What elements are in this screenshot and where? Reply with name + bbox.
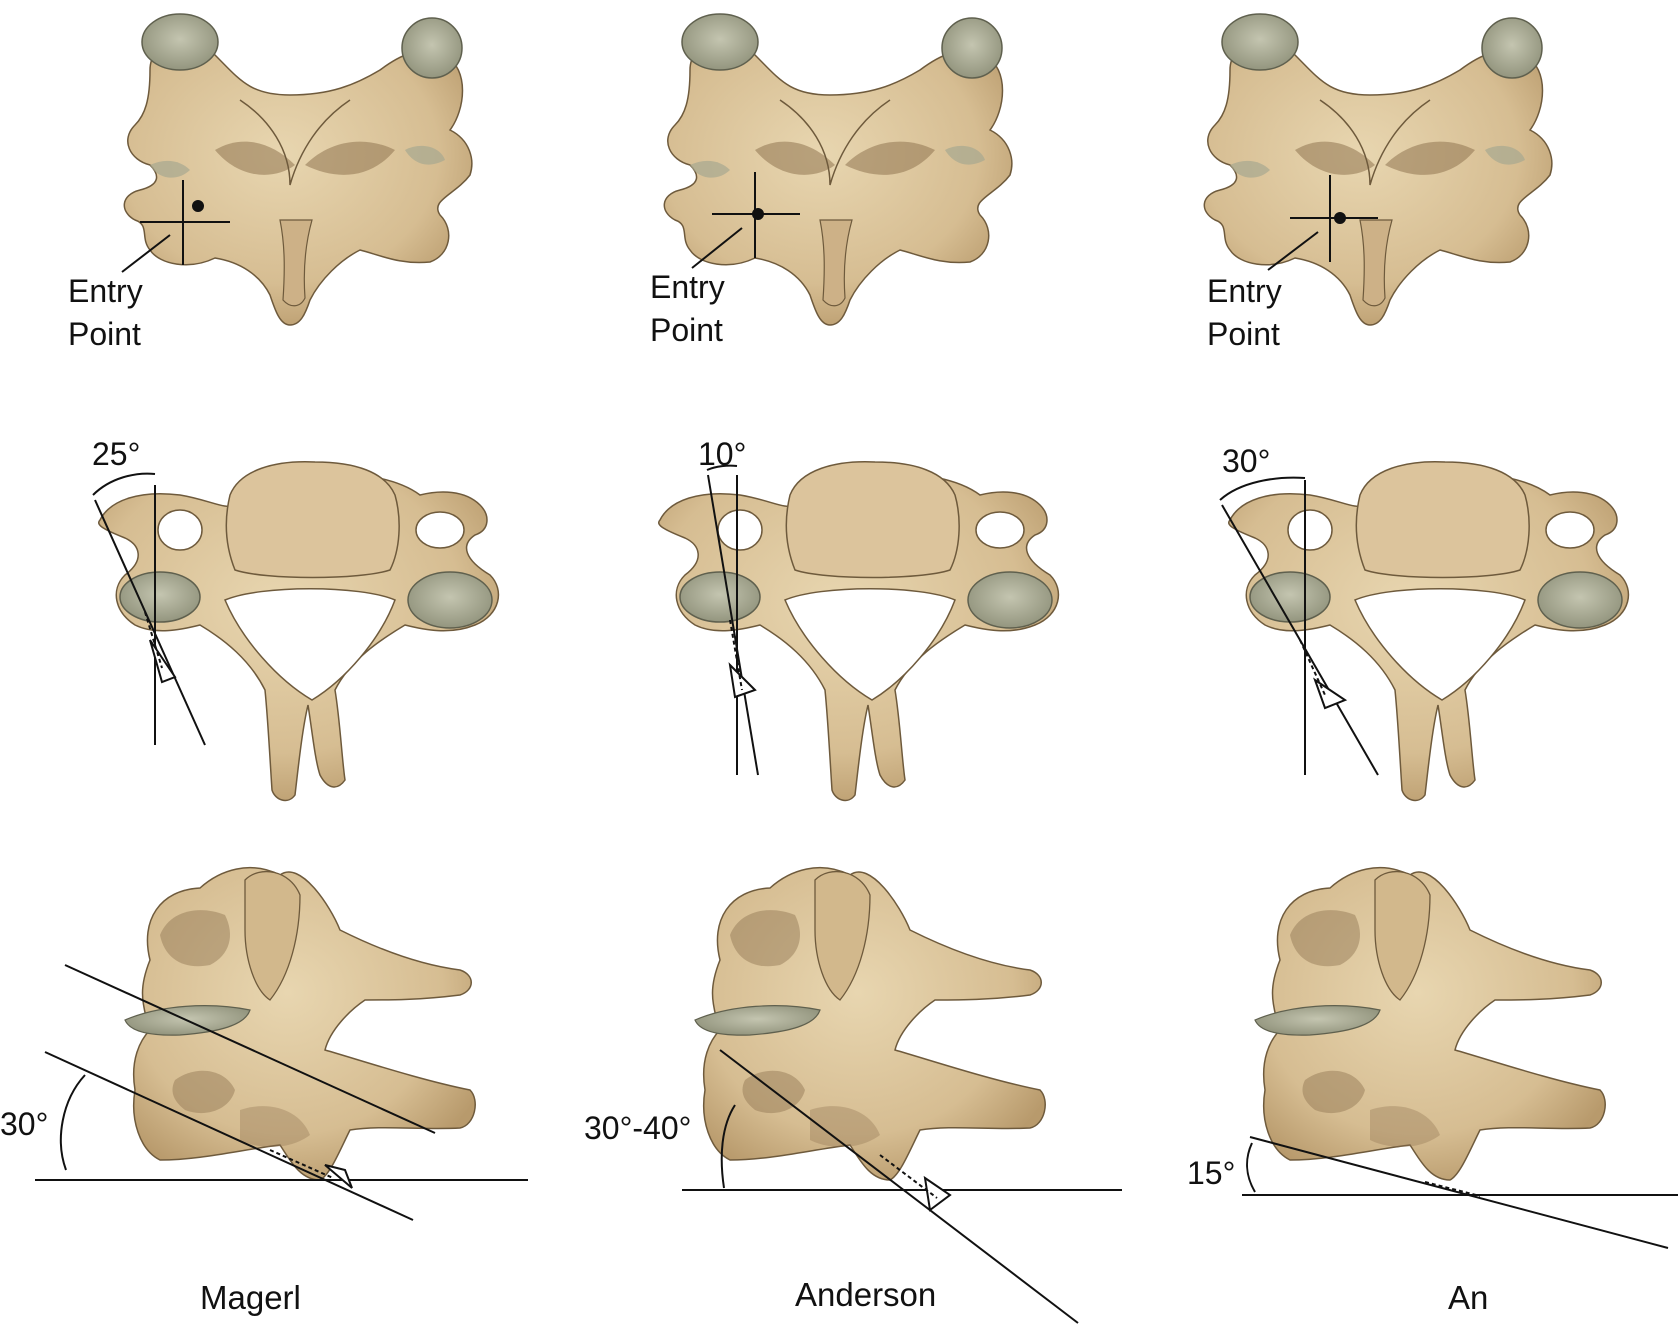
entry-label-line1: Entry [1207, 273, 1282, 309]
entry-point-label-an: Entry Point [1207, 270, 1282, 356]
entry-point-label-anderson: Entry Point [650, 266, 725, 352]
axial-view-magerl [97, 461, 500, 802]
axial-angle-magerl: 25° [92, 436, 141, 472]
entry-crosshair-an [1267, 175, 1378, 271]
axial-view-anderson [657, 461, 1060, 802]
lateral-trajectory-an [1242, 1136, 1678, 1249]
entry-label-line2: Point [68, 316, 141, 353]
lateral-angle-anderson: 30°-40° [584, 1110, 692, 1146]
axial-trajectory-anderson [706, 464, 759, 776]
axial-angle-anderson: 10° [698, 436, 747, 472]
lateral-angle-an: 15° [1187, 1155, 1236, 1191]
entry-crosshair-magerl [121, 180, 230, 273]
lateral-trajectory-anderson [682, 1049, 1122, 1324]
lateral-view-anderson [694, 866, 1046, 1181]
axial-angle-an: 30° [1222, 443, 1271, 479]
lateral-view-an [1254, 866, 1606, 1181]
axial-trajectory-an [1219, 476, 1379, 776]
entry-label-line1: Entry [68, 273, 143, 309]
entry-label-line2: Point [1207, 316, 1280, 353]
entry-crosshair-anderson [691, 172, 800, 269]
entry-label-line1: Entry [650, 269, 725, 305]
posterior-view-magerl [123, 13, 473, 326]
axial-view-an [1227, 461, 1630, 802]
axial-trajectory-magerl [92, 472, 206, 746]
method-label-anderson: Anderson [795, 1276, 937, 1313]
lateral-view-magerl [124, 866, 476, 1181]
method-label-an: An [1448, 1279, 1489, 1316]
entry-label-line2: Point [650, 312, 723, 349]
lateral-angle-magerl: 30° [0, 1106, 49, 1142]
method-label-magerl: Magerl [200, 1279, 301, 1316]
lateral-trajectory-magerl [35, 964, 528, 1221]
entry-point-label-magerl: Entry Point [68, 270, 143, 356]
